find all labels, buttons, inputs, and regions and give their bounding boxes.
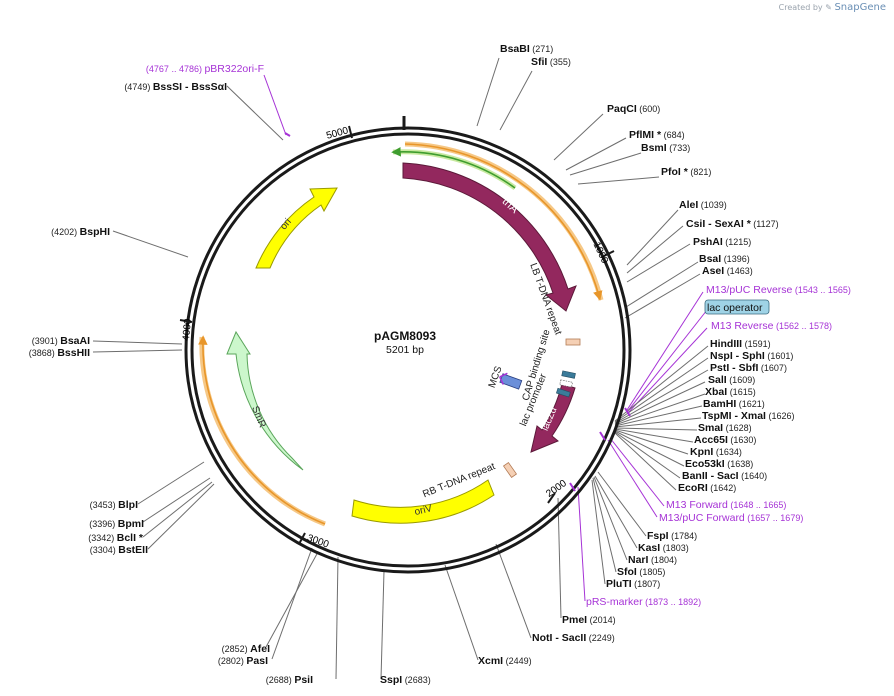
site-label-psii: (2688) PsiI <box>266 674 313 686</box>
site-label-banii-saci: BanII - SacI (1640) <box>682 470 767 482</box>
site-label-ecori: EcoRI (1642) <box>678 482 736 494</box>
site-label-pshai: PshAI (1215) <box>693 236 751 248</box>
site-label-bamhi: BamHI (1621) <box>703 398 765 410</box>
site-label-bsaai: (3901) BsaAI <box>32 335 90 347</box>
credit-brand: SnapGene <box>834 2 886 13</box>
site-label-pasi: (2802) PasI <box>218 655 268 667</box>
site-label-prs-marker: pRS-marker (1873 .. 1892) <box>586 596 701 608</box>
feature-lacZa[interactable] <box>530 383 576 453</box>
site-label-noti-sacii: NotI - SacII (2249) <box>532 632 615 644</box>
ring-label-4000: 4000 <box>181 318 194 342</box>
feature-lac-promoter-box[interactable] <box>559 379 573 388</box>
site-label-sfii: SfiI (355) <box>531 56 571 68</box>
site-label-bsai: BsaI (1396) <box>699 253 750 265</box>
feature-trfA[interactable] <box>402 162 577 312</box>
site-label-bsphi: (4202) BspHI <box>51 226 110 238</box>
plasmid-size: 5201 bp <box>386 344 424 356</box>
site-label-blpi: (3453) BlpI <box>90 499 138 511</box>
feature-RB-repeat-box[interactable] <box>502 461 518 479</box>
ring-label-1000: 1000 <box>591 241 611 266</box>
leader-lines <box>92 57 709 680</box>
ring-ticks <box>179 125 615 545</box>
site-label-psti-sbfi: PstI - SbfI (1607) <box>710 362 787 374</box>
site-label-alei: AleI (1039) <box>679 199 727 211</box>
feature-MCS-box[interactable] <box>499 373 523 390</box>
site-label-sfoi: SfoI (1805) <box>617 566 665 578</box>
site-label-fspi: FspI (1784) <box>647 530 697 542</box>
site-label-sali: SalI (1609) <box>708 374 755 386</box>
site-label-m13-puc-forward: M13/pUC Forward (1657 .. 1679) <box>659 512 803 524</box>
site-label-m13-reverse: M13 Reverse (1562 .. 1578) <box>711 320 832 332</box>
site-label-bsabi: BsaBI (271) <box>500 43 553 55</box>
snapgene-logo-icon: ✎ <box>825 3 832 12</box>
site-label-nspi-sphi: NspI - SphI (1601) <box>710 350 793 362</box>
site-label-bcli: (3342) BclI * <box>88 532 144 544</box>
site-label-bpmi: (3396) BpmI <box>89 518 144 530</box>
site-label-hindiii: HindIII (1591) <box>710 338 771 350</box>
site-label-bsshii: (3868) BssHII <box>29 347 90 359</box>
feature-SmR[interactable] <box>226 330 304 471</box>
site-label-pluti: PluTI (1807) <box>606 578 660 590</box>
site-label-pflmi: PflMI * (684) <box>629 129 685 141</box>
feature-ori[interactable] <box>255 187 338 269</box>
feature-label-oriV: oriV <box>413 503 433 518</box>
snapgene-credit: Created by ✎ SnapGene <box>779 2 886 13</box>
site-label-m13-puc-reverse: M13/pUC Reverse (1543 .. 1565) <box>706 284 851 296</box>
site-label-lac-operator: lac operator <box>707 302 763 314</box>
feature-LB-repeat-box[interactable] <box>565 338 581 346</box>
site-label-paqci: PaqCI (600) <box>607 103 660 115</box>
orange-arc-left <box>198 335 326 525</box>
green-arc <box>391 147 516 189</box>
site-label-acc65i: Acc65I (1630) <box>694 434 756 446</box>
site-label-xcmi: XcmI (2449) <box>478 655 532 667</box>
site-label-sspi: SspI (2683) <box>380 674 431 686</box>
site-label-pbr322ori-f: (4767 .. 4786) pBR322ori-F <box>146 63 264 75</box>
site-label-pfoi: PfoI * (821) <box>661 166 711 178</box>
site-label-asei: AseI (1463) <box>702 265 753 277</box>
site-label-kpni: KpnI (1634) <box>690 446 742 458</box>
site-label-nari: NarI (1804) <box>628 554 677 566</box>
site-label-bsteii: (3304) BstEII <box>90 544 148 556</box>
credit-prefix: Created by <box>778 3 823 12</box>
site-labels: BsaBI (271)SfiI (355) PaqCI (600) PflMI * … <box>29 43 851 686</box>
feature-label-SmR: SmR <box>249 405 268 430</box>
mcs-arrow-icon <box>499 372 508 385</box>
site-label-kasi: KasI (1803) <box>638 542 689 554</box>
site-label-bsssi-bsss-i: (4749) BssSI - BssSαI <box>124 81 227 93</box>
site-label-csii-sexai: CsiI - SexAI * (1127) <box>686 218 779 230</box>
backbone-inner-ring <box>190 132 626 568</box>
orange-arc-top <box>404 143 603 301</box>
site-label-afei: (2852) AfeI <box>222 643 270 655</box>
backbone-outer-ring <box>184 126 632 574</box>
site-label-xbai: XbaI (1615) <box>705 386 756 398</box>
plasmid-name: pAGM8093 <box>374 329 436 343</box>
primer-marks <box>284 132 631 492</box>
site-label-tspmi-xmai: TspMI - XmaI (1626) <box>702 410 795 422</box>
site-label-m13-forward: M13 Forward (1648 .. 1665) <box>666 499 786 511</box>
lac-operator-box <box>704 299 770 315</box>
site-label-smai: SmaI (1628) <box>698 422 752 434</box>
feature-label-ori: ori <box>278 217 294 233</box>
site-label-pmei: PmeI (2014) <box>562 614 616 626</box>
feature-lac-operator-box[interactable] <box>555 387 571 398</box>
site-label-eco53ki: Eco53kI (1638) <box>685 458 753 470</box>
site-label-bsmi: BsmI (733) <box>641 142 690 154</box>
feature-oriV[interactable] <box>351 479 495 524</box>
feature-CAP-box[interactable] <box>561 370 576 379</box>
orange-arc-left-halo <box>199 336 326 527</box>
